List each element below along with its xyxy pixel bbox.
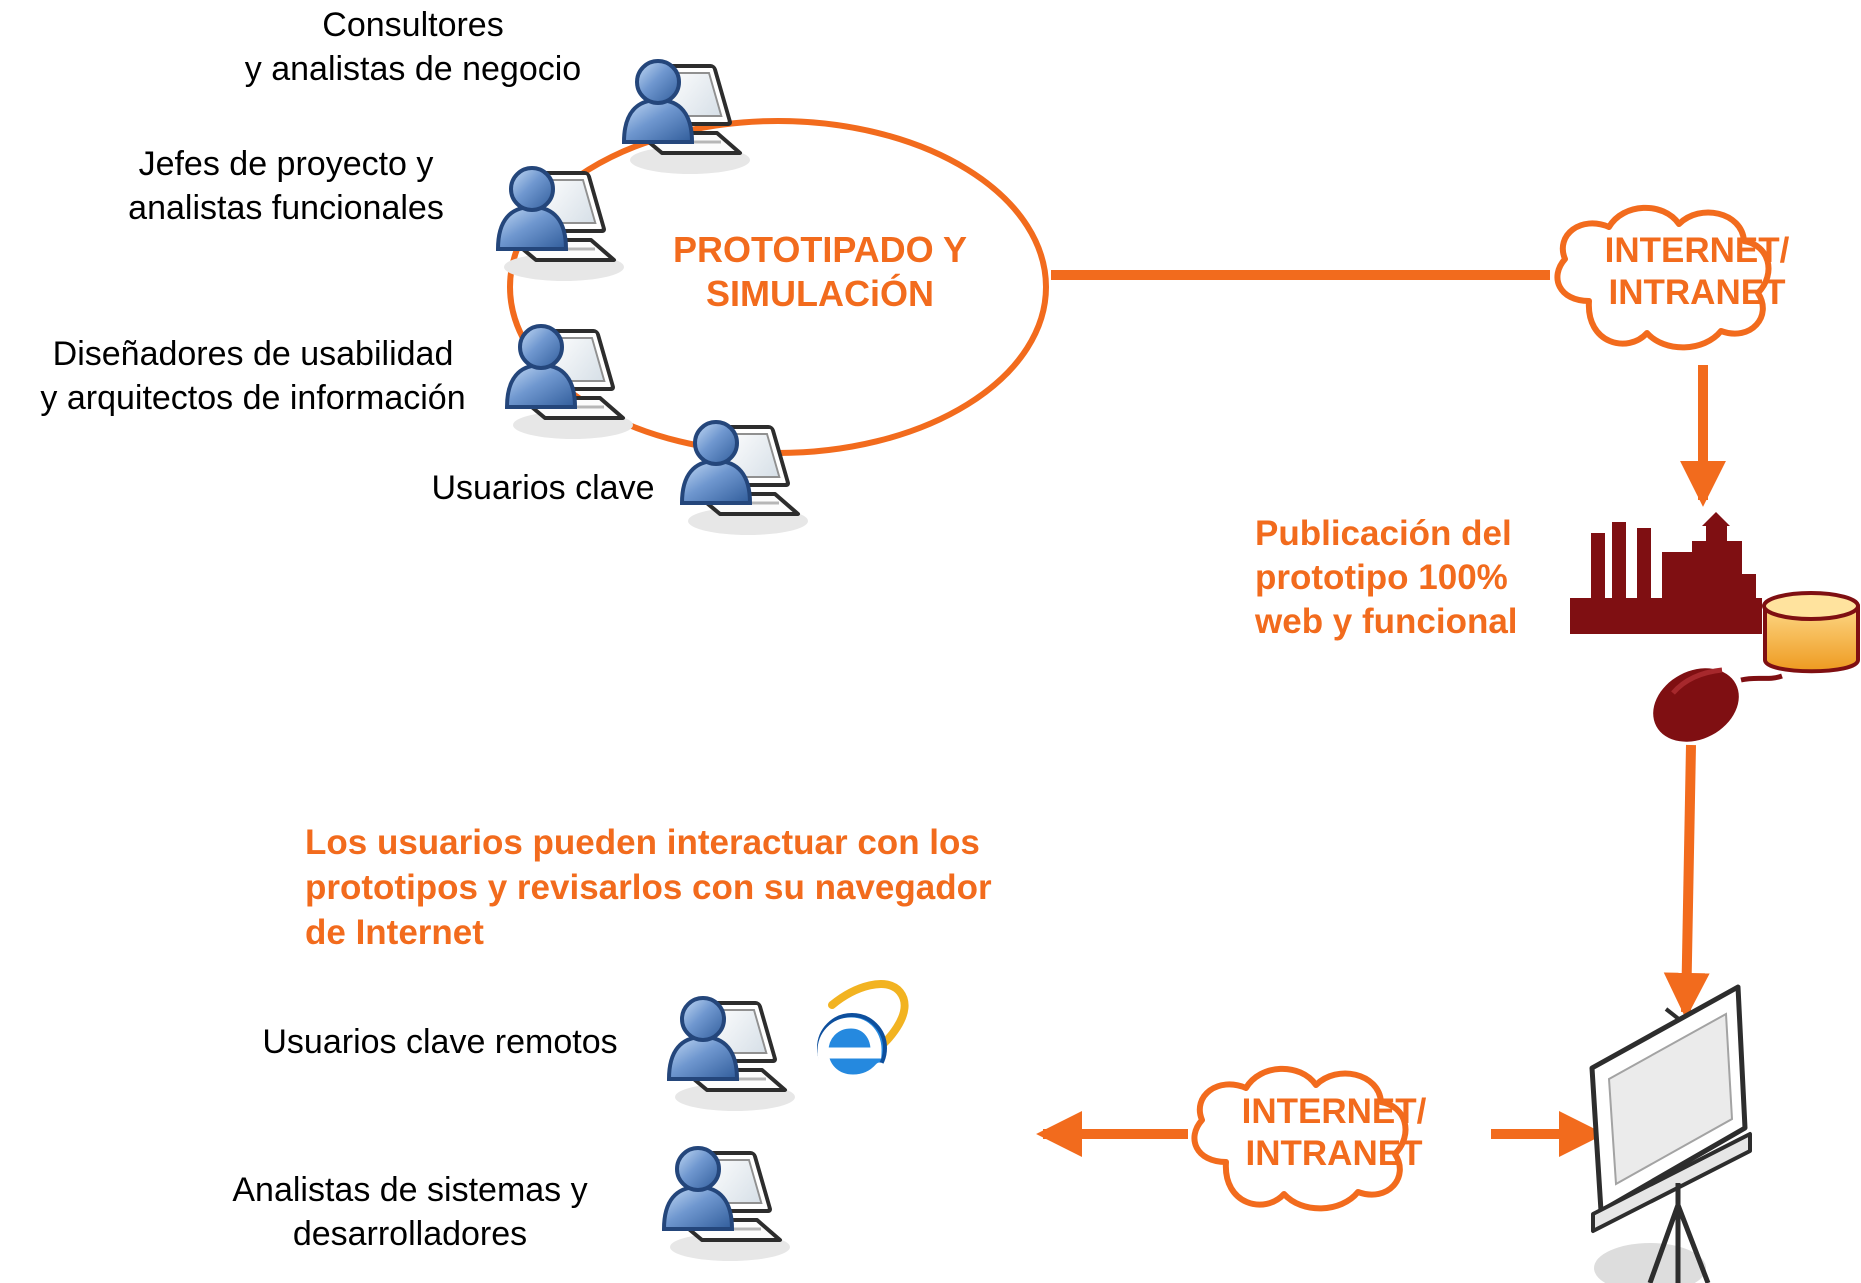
- description-line: Los usuarios pueden interactuar con los: [305, 823, 980, 862]
- role-label-line: analistas funcionales: [128, 189, 444, 227]
- user-laptop-icon: [680, 420, 810, 537]
- role-label-line: Usuarios clave remotos: [262, 1023, 618, 1061]
- description-line: prototipos y revisarlos con su navegador: [305, 868, 992, 907]
- prototyping-title-line: PROTOTIPADO Y: [672, 229, 968, 270]
- role-label-line: desarrolladores: [292, 1215, 528, 1253]
- connections: [1036, 270, 1726, 1157]
- role-label-consultants: Consultores y analistas de negocio: [216, 3, 610, 91]
- publication-label-line: Publicación del: [1255, 514, 1512, 553]
- role-label-usability-designers: Diseñadores de usabilidad y arquitectos …: [8, 332, 498, 420]
- role-label-remote-key-users: Usuarios clave remotos: [235, 1020, 645, 1064]
- publication-label-line: prototipo 100%: [1255, 558, 1508, 597]
- cloud-label-line: INTERNET/: [1604, 231, 1790, 270]
- role-label-line: y analistas de negocio: [244, 50, 582, 88]
- role-label-line: Usuarios clave: [431, 469, 655, 507]
- role-label-line: Diseñadores de usabilidad: [52, 335, 454, 373]
- role-label-project-leads: Jefes de proyecto y analistas funcionale…: [101, 142, 471, 230]
- prototyping-title-line: SIMULACiÓN: [706, 273, 934, 314]
- publication-label-line: web y funcional: [1255, 602, 1518, 641]
- cloud-label-line: INTERNET/: [1241, 1092, 1427, 1131]
- user-laptop-icon: [505, 324, 635, 441]
- cloud-label-line: INTRANET: [1608, 273, 1786, 312]
- publication-label: Publicación del prototipo 100% web y fun…: [1255, 512, 1555, 644]
- role-label-line: Consultores: [322, 6, 504, 44]
- role-label-line: Analistas de sistemas y: [232, 1171, 588, 1209]
- cloud-label-top: INTERNET/ INTRANET: [1577, 230, 1817, 314]
- user-laptop-icon: [662, 1146, 792, 1263]
- internet-explorer-icon: [817, 980, 909, 1086]
- role-label-line: y arquitectos de información: [40, 379, 466, 417]
- user-laptop-icon: [496, 166, 626, 283]
- mouse-icon: [1653, 667, 1783, 742]
- database-icon: [1762, 591, 1860, 674]
- role-label-key-users: Usuarios clave: [408, 466, 678, 510]
- role-label-line: Jefes de proyecto y: [138, 145, 434, 183]
- prototyping-title: PROTOTIPADO Y SIMULACiÓN: [640, 228, 1000, 316]
- down-arrow: [1663, 744, 1710, 1019]
- cloud-label-bottom: INTERNET/ INTRANET: [1214, 1091, 1454, 1175]
- cloud-label-line: INTRANET: [1245, 1134, 1423, 1173]
- projection-screen-icon: [1589, 984, 1752, 1283]
- user-laptop-icon: [667, 996, 797, 1113]
- description-line: de Internet: [305, 913, 484, 952]
- interaction-description: Los usuarios pueden interactuar con los …: [305, 820, 1095, 955]
- user-laptop-icon: [622, 59, 752, 176]
- role-label-systems-analysts: Analistas de sistemas y desarrolladores: [205, 1168, 615, 1256]
- factory-icon: [1570, 512, 1762, 634]
